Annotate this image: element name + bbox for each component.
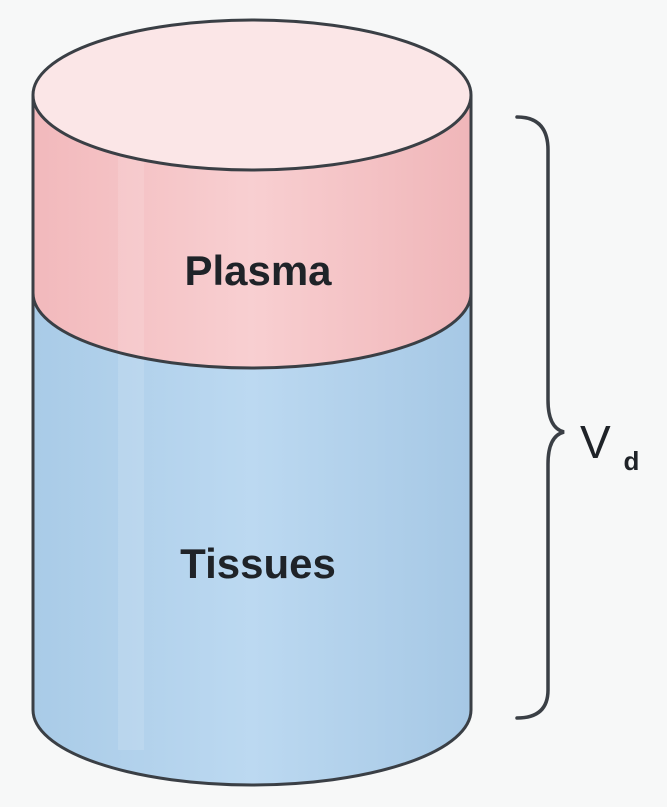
vd-label: V d xyxy=(580,416,639,476)
cylinder-top xyxy=(33,20,471,170)
volume-bracket xyxy=(517,117,564,718)
cylinder-highlight xyxy=(118,150,144,750)
tissues-label: Tissues xyxy=(180,540,336,587)
plasma-label: Plasma xyxy=(184,247,332,294)
vd-label-sub: d xyxy=(623,446,639,476)
vd-label-main: V xyxy=(580,416,611,468)
